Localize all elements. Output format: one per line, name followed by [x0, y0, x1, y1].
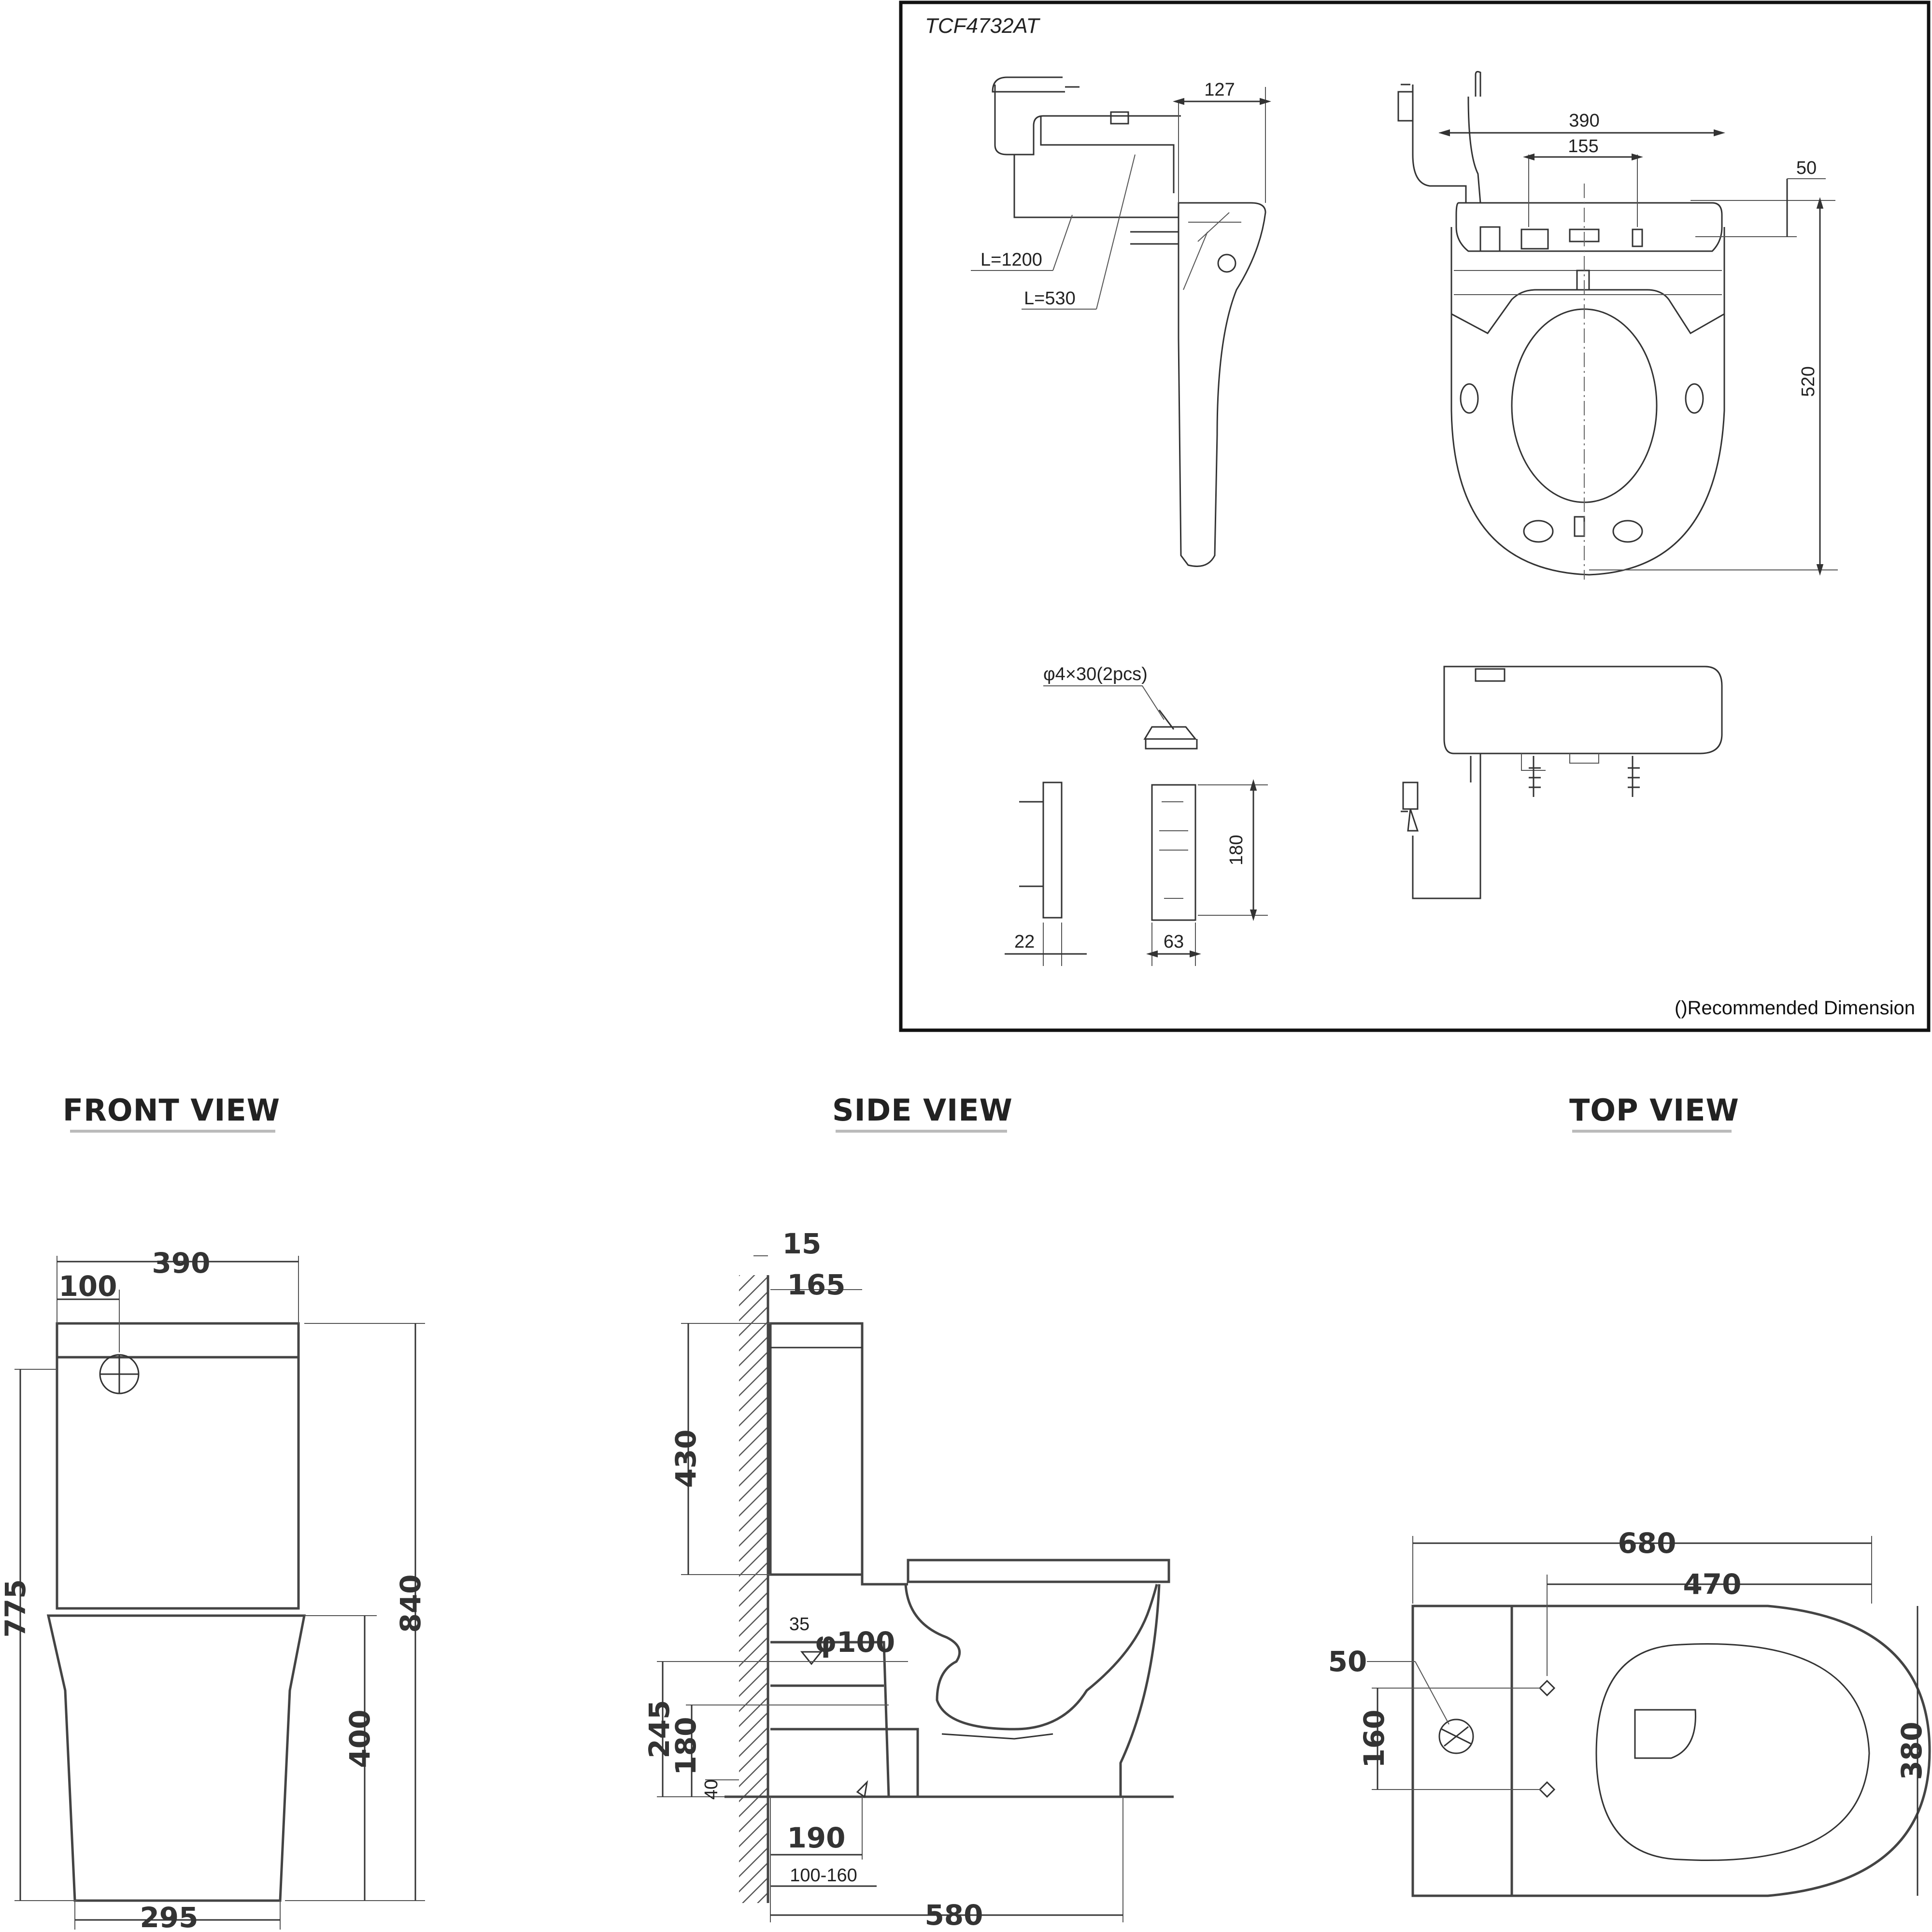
seat-top-view: 390 155 50 520 [1397, 71, 1838, 580]
seat-width-label: 390 [1569, 111, 1599, 131]
cord-long-label: L=1200 [980, 250, 1042, 270]
front-view-drawing: 390 100 775 840 400 295 [0, 1247, 427, 1932]
screw-detail: φ4×30(2pcs) [1043, 664, 1198, 750]
front-pan-height-label[interactable]: 400 [343, 1709, 376, 1768]
side-view-title: SIDE VIEW [832, 1093, 1013, 1128]
side-outlet-low-label[interactable]: 40 [701, 1779, 722, 1800]
seat-elevation [1401, 666, 1723, 899]
side-top-small-label[interactable]: 15 [782, 1227, 822, 1260]
top-view-drawing: 680 470 50 160 380 [1328, 1527, 1931, 1897]
screw-label: φ4×30(2pcs) [1043, 664, 1148, 684]
front-hole-offset-label[interactable]: 100 [58, 1270, 117, 1303]
panel-border [899, 0, 1931, 1032]
view-titles: FRONT VIEW SIDE VIEW TOP VIEW [63, 1093, 1739, 1133]
side-cistern-depth-label[interactable]: 165 [787, 1268, 845, 1301]
seat-centre-span-label: 155 [1568, 136, 1598, 156]
top-view-title: TOP VIEW [1569, 1093, 1739, 1128]
side-inlet-small-label[interactable]: 35 [789, 1614, 810, 1634]
side-length-label[interactable]: 580 [924, 1899, 983, 1932]
seat-side-profile: 127 L=1200 L=530 [971, 76, 1271, 567]
bracket-height-label: 180 [1226, 835, 1247, 865]
bracket-detail: 22 63 180 [1005, 779, 1268, 966]
seat-length-label: 520 [1798, 366, 1818, 397]
front-height-left-label[interactable]: 775 [0, 1579, 32, 1637]
recommended-note: ()Recommended Dimension [1675, 997, 1915, 1019]
seat-depth-label: 127 [1204, 80, 1235, 100]
front-base-width-label[interactable]: 295 [140, 1901, 198, 1932]
bracket-thickness-label: 22 [1014, 932, 1035, 952]
side-set-out-label[interactable]: 190 [787, 1821, 845, 1854]
wall-hatch [739, 1275, 768, 1903]
seat-offset-label: 50 [1796, 158, 1817, 178]
front-width-label[interactable]: 390 [152, 1247, 210, 1279]
top-width-label[interactable]: 380 [1895, 1721, 1928, 1780]
side-view-drawing: 15 165 430 35 φ100 245 180 40 190 100-16… [643, 1227, 1174, 1932]
top-hole-span-label[interactable]: 160 [1358, 1709, 1391, 1768]
side-set-out-range-label[interactable]: 100-160 [790, 1865, 857, 1886]
side-cistern-height-label[interactable]: 430 [669, 1429, 702, 1488]
model-number: TCF4732AT [925, 14, 1040, 38]
bracket-width-label: 63 [1164, 932, 1184, 952]
front-view-title: FRONT VIEW [63, 1093, 280, 1128]
front-height-total-label[interactable]: 840 [394, 1574, 427, 1633]
top-fix-span-label[interactable]: 470 [1683, 1568, 1741, 1601]
side-outlet-mid-label[interactable]: 180 [669, 1717, 702, 1775]
cord-short-label: L=530 [1024, 288, 1076, 309]
accessory-panel: TCF4732AT ()Recommended Dimension 127 L=… [899, 0, 1931, 1032]
top-length-label[interactable]: 680 [1618, 1527, 1676, 1560]
side-outlet-height-label[interactable]: 245 [643, 1700, 676, 1758]
side-inlet-label[interactable]: φ100 [815, 1626, 895, 1659]
top-hole-label[interactable]: 50 [1328, 1645, 1367, 1678]
